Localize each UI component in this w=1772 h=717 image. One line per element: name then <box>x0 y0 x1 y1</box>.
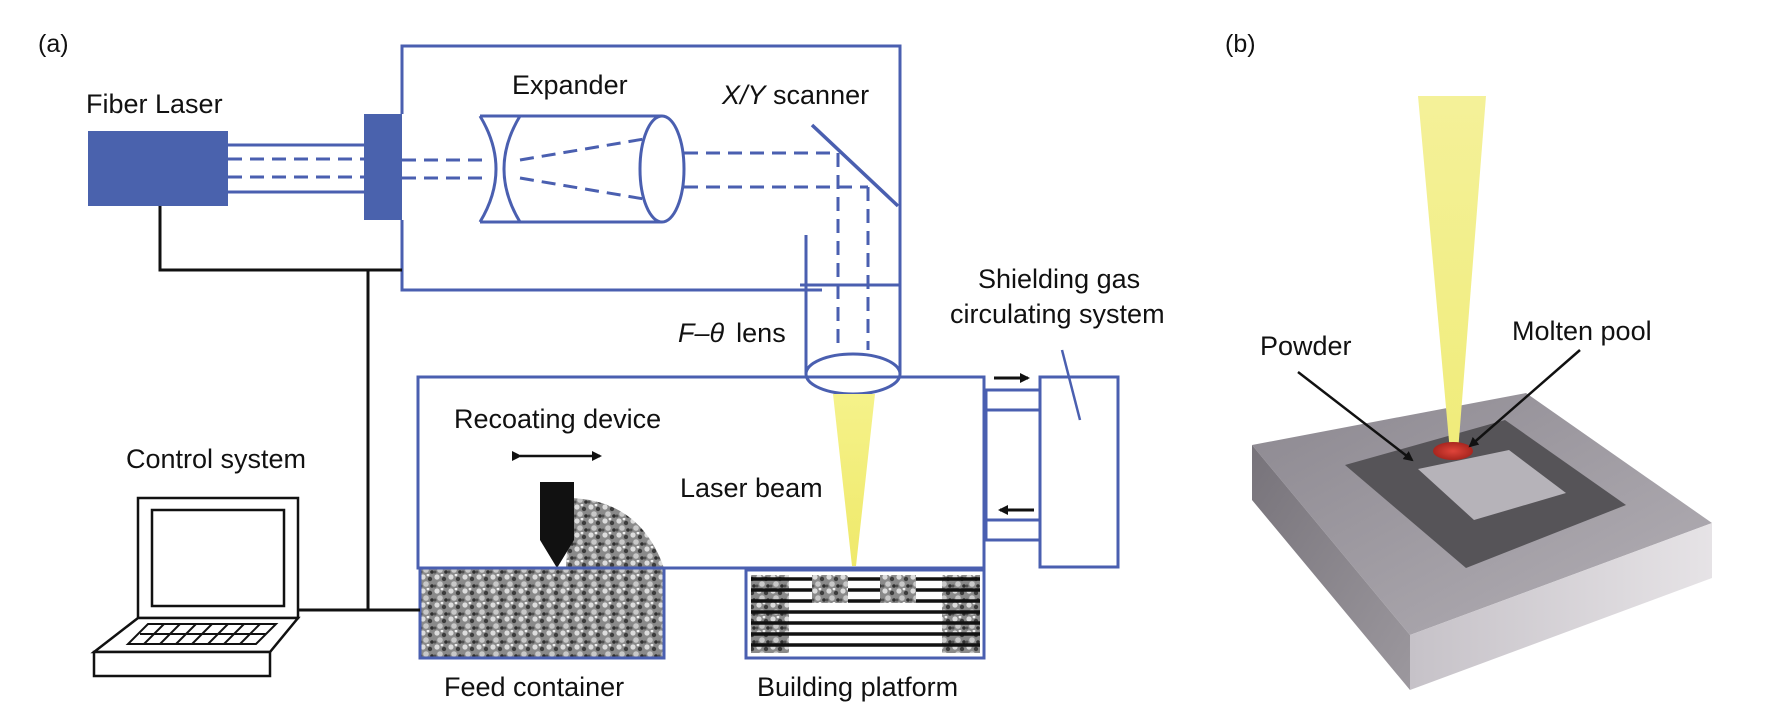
laser-beam-label: Laser beam <box>680 473 823 503</box>
scanner-mirror <box>810 123 900 208</box>
f-theta-lens <box>804 235 902 396</box>
laser-beam-cone <box>833 394 875 566</box>
collimator-flange <box>364 114 402 220</box>
fiber-laser-label: Fiber Laser <box>86 89 223 119</box>
collimated-beam <box>402 158 490 180</box>
building-platform-label: Building platform <box>757 672 958 702</box>
scanner-label-italic: X/Y <box>721 80 768 110</box>
laser-beam-cone-b <box>1418 96 1486 452</box>
f-theta-label: F–θ lens <box>678 318 786 348</box>
laptop-keyboard <box>125 623 279 645</box>
powder-arrow <box>1297 371 1414 462</box>
powder-bed-block <box>1252 393 1712 690</box>
control-wiring <box>158 206 420 612</box>
f-theta-f: F <box>678 318 696 348</box>
shielding-gas-system <box>984 349 1120 569</box>
scanned-beam <box>836 153 870 350</box>
optics-housing-bottom <box>400 220 822 292</box>
expander-lens <box>478 114 686 224</box>
building-platform <box>744 568 986 660</box>
panel-a-label: (a) <box>38 30 69 58</box>
f-theta-rest: lens <box>736 318 786 348</box>
feed-container <box>418 566 666 660</box>
powder-label: Powder <box>1260 331 1352 361</box>
shielding-label-line2: circulating system <box>950 299 1165 329</box>
laptop <box>90 496 301 678</box>
f-theta-theta: –θ <box>694 318 725 348</box>
build-chamber <box>416 375 986 570</box>
molten-pool <box>1433 442 1473 460</box>
scanner-label-rest: scanner <box>766 80 870 110</box>
feed-container-label: Feed container <box>444 672 624 702</box>
panel-b-label: (b) <box>1225 30 1256 58</box>
expander-label: Expander <box>512 70 628 100</box>
shielding-label-line1: Shielding gas <box>978 264 1140 294</box>
molten-pool-label: Molten pool <box>1512 316 1652 346</box>
powder-pile <box>566 498 664 568</box>
control-system-label: Control system <box>126 444 306 474</box>
fiber-laser-block <box>88 131 228 206</box>
recoater-blade <box>540 482 574 568</box>
expanding-beam <box>519 136 868 202</box>
molten-pool-arrow <box>1468 349 1581 448</box>
fiber-beam <box>228 143 364 194</box>
recoating-label: Recoating device <box>454 404 661 434</box>
scanner-label: X/Y scanner <box>721 80 869 110</box>
